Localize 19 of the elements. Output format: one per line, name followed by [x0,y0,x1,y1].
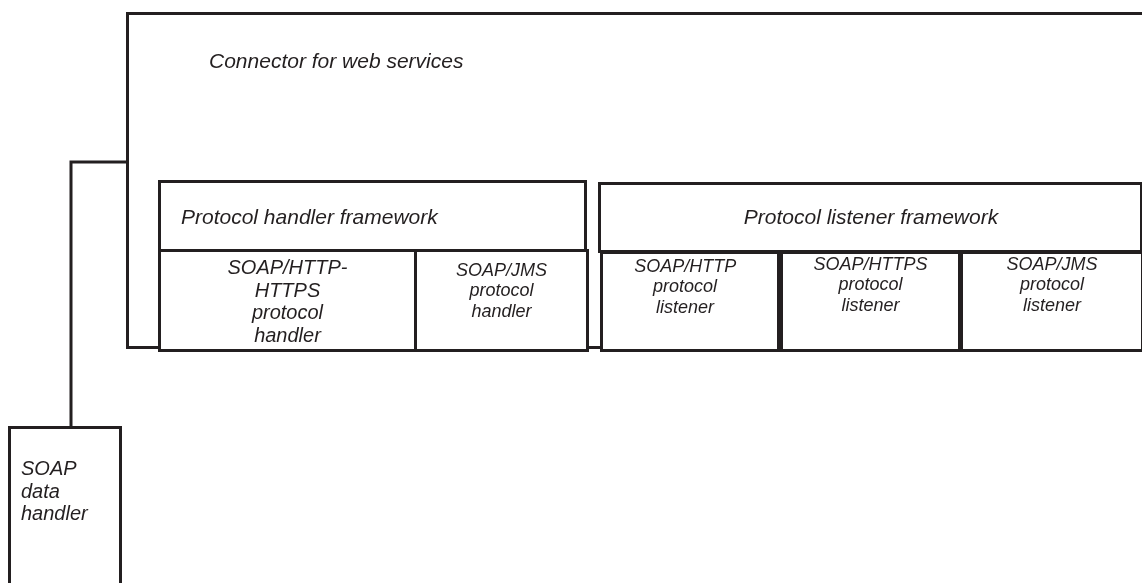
component-box [780,251,961,352]
box-label: Protocol listener framework [742,205,1000,229]
box-label: Protocol handler framework [181,205,440,229]
box-label: Connector for web services [209,49,465,73]
box-label: SOAP/HTTPS protocol listener [813,254,928,315]
component-box [158,249,417,352]
component-box [960,251,1142,352]
component-box [158,180,587,252]
component-box [414,249,589,352]
connector-line [69,160,126,426]
box-label: SOAP/JMS protocol listener [1006,254,1098,315]
component-box [598,182,1142,253]
box-label: SOAP data handler [21,457,88,525]
box-label: SOAP/HTTP-HTTPS protocol handler [227,256,348,347]
component-box [8,426,122,583]
box-label: SOAP/HTTP protocol listener [634,256,736,317]
container-box [126,12,1142,349]
component-box [600,251,780,352]
box-label: SOAP/JMS protocol handler [456,260,547,321]
